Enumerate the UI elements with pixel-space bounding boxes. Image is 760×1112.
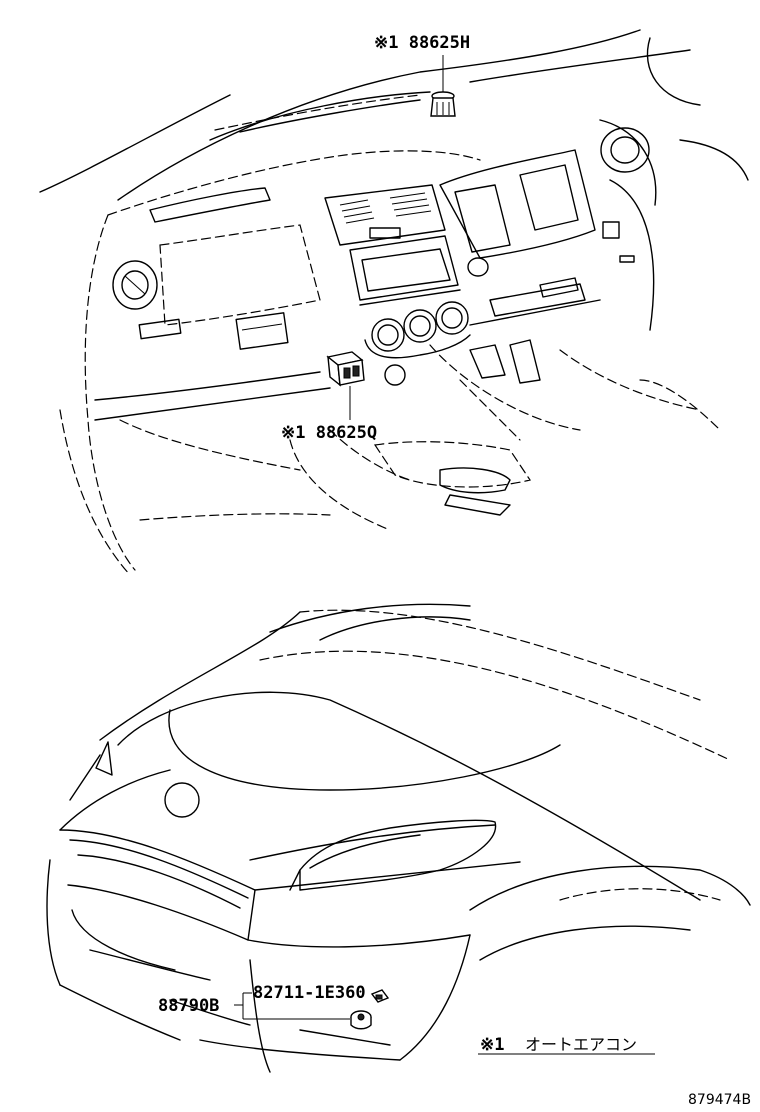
- note-mark: ※1: [480, 1035, 504, 1055]
- leader-bracket-88790b: [234, 992, 350, 1020]
- figure-id: 879474B: [688, 1092, 751, 1108]
- sensor-88625h-part: [430, 91, 456, 117]
- dashboard-illustration: [39, 29, 749, 576]
- car-front-illustration: [46, 603, 751, 1073]
- callout-88790b: 88790B: [158, 996, 219, 1016]
- callout-88625q: ※1 88625Q: [281, 423, 377, 443]
- note-text: オートエアコン: [525, 1035, 637, 1054]
- callout-82711-1e360: 82711-1E360: [253, 983, 366, 1003]
- ambient-sensor-82711-part: [370, 989, 390, 1003]
- ambient-sensor-88790b-part: [350, 1010, 372, 1030]
- sensor-88625q-part: [326, 351, 365, 387]
- callout-88625h: ※1 88625H: [374, 33, 470, 53]
